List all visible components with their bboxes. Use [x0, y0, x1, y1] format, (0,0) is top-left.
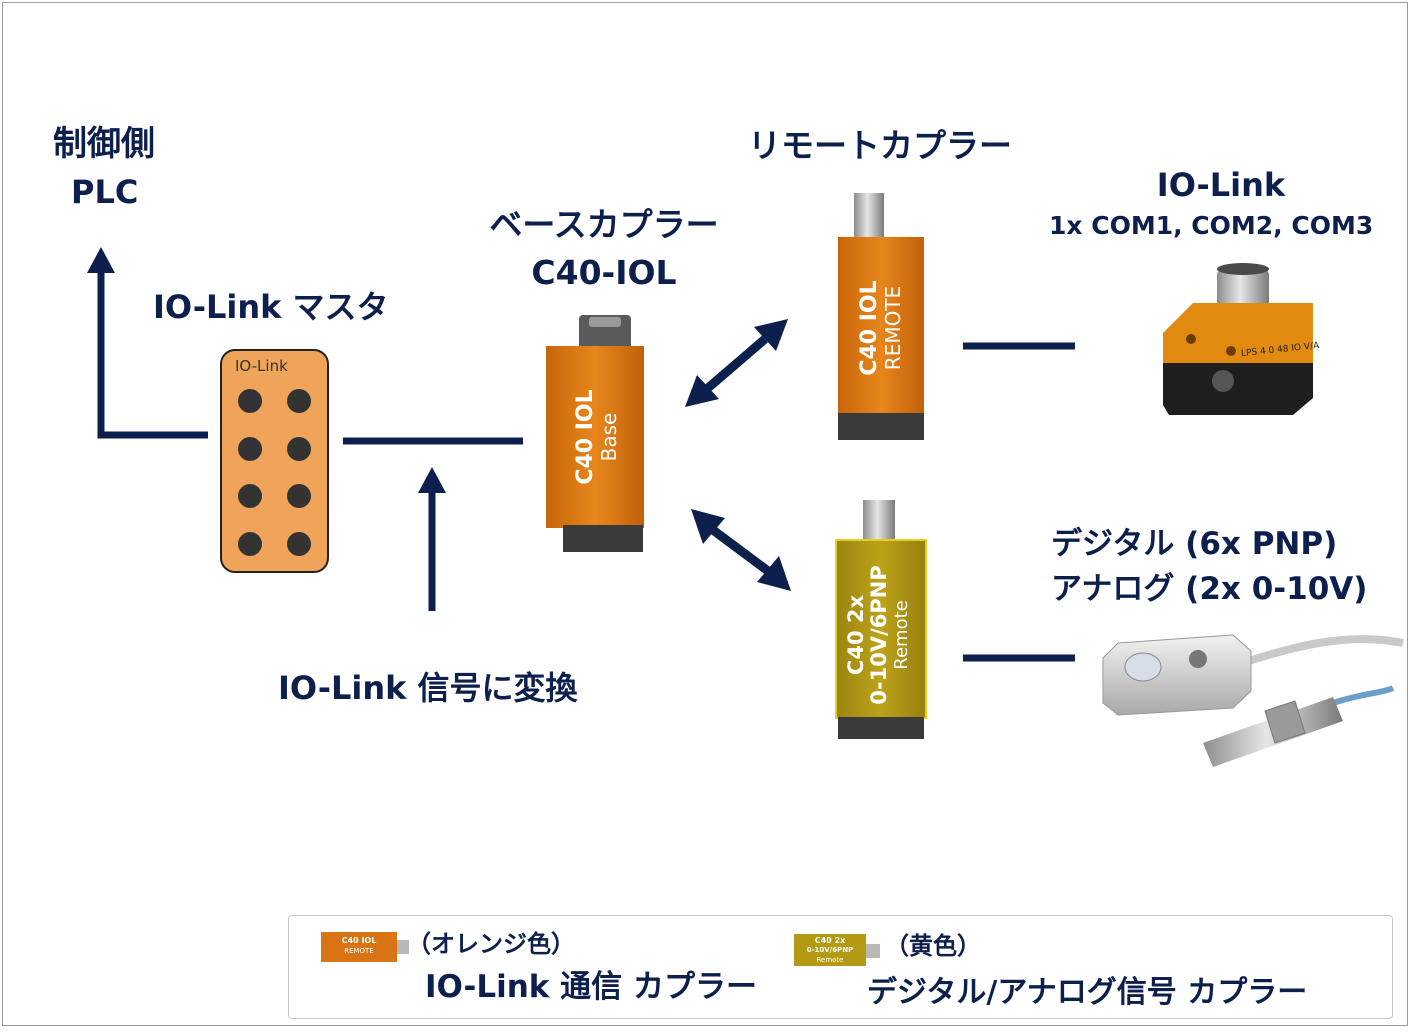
- legend-orange-mini-line1: C40 IOL: [341, 936, 377, 945]
- legend-yellow-color-note: （黄色）: [885, 932, 981, 960]
- diagram-graphics: [87, 193, 1404, 767]
- iolink-block-device: [1163, 263, 1313, 415]
- legend-box: C40 IOL REMOTE （オレンジ色） IO-Link 通信 カプラー C…: [288, 915, 1393, 1019]
- master-badge: IO-Link: [235, 357, 288, 375]
- remote-orange-line2: REMOTE: [881, 285, 905, 371]
- legend-yellow-mini-line2: 0-10V/6PNP: [806, 946, 854, 954]
- iolink-com-label: 1x COM1, COM2, COM3: [1049, 211, 1374, 240]
- convert-label: IO-Link 信号に変換: [278, 669, 578, 707]
- analog-digital-sensors: [1102, 634, 1404, 767]
- base-coupler-line2: Base: [597, 412, 621, 462]
- legend-yellow-mini-line3: Remote: [816, 956, 844, 964]
- analog-label: アナログ (2x 0-10V): [1051, 571, 1368, 607]
- remote-orange-line1: C40 IOL: [857, 280, 882, 376]
- base-coupler-device: [546, 315, 644, 552]
- legend-yellow-mini-line1: C40 2x: [814, 936, 846, 945]
- legend-orange-mini-line2: REMOTE: [344, 947, 374, 955]
- remote-orange-text: C40 IOL REMOTE: [857, 228, 905, 428]
- base-coupler-line1: C40 IOL: [573, 389, 598, 485]
- plc-label: PLC: [71, 173, 139, 211]
- digital-label: デジタル (6x PNP): [1051, 526, 1338, 562]
- iolink-master-device: [220, 349, 329, 573]
- control-side-label: 制御側: [53, 124, 155, 164]
- convert-arrow: [418, 467, 446, 611]
- remote-yellow-line2: 0-10V/6PNP: [867, 565, 891, 705]
- iolink-title: IO-Link: [1156, 166, 1286, 204]
- remote-title: リモートカプラー: [748, 126, 1012, 165]
- legend-orange-mini-coupler: C40 IOL REMOTE: [321, 932, 411, 962]
- base-title-line1: ベースカプラー: [489, 205, 719, 244]
- double-arrow-lower: [691, 509, 791, 591]
- remote-orange-coupler-device: [838, 193, 924, 440]
- legend-yellow-description: デジタル/アナログ信号 カプラー: [867, 975, 1308, 1010]
- remote-yellow-line1: C40 2x: [844, 594, 868, 676]
- base-title-line2: C40-IOL: [531, 253, 677, 292]
- master-title: IO-Link マスタ: [153, 288, 389, 326]
- legend-orange-description: IO-Link 通信 カプラー: [425, 969, 757, 1005]
- remote-yellow-line3: Remote: [891, 600, 912, 670]
- double-arrow-upper: [685, 319, 788, 407]
- base-coupler-text: C40 IOL Base: [573, 337, 621, 537]
- legend-yellow-mini-coupler: C40 2x 0-10V/6PNP Remote: [794, 934, 890, 966]
- remote-yellow-text: C40 2x 0-10V/6PNP Remote: [844, 535, 917, 735]
- legend-orange-color-note: （オレンジ色）: [407, 930, 575, 958]
- plc-arrow: [87, 247, 208, 439]
- remote-yellow-coupler-device: [835, 500, 927, 739]
